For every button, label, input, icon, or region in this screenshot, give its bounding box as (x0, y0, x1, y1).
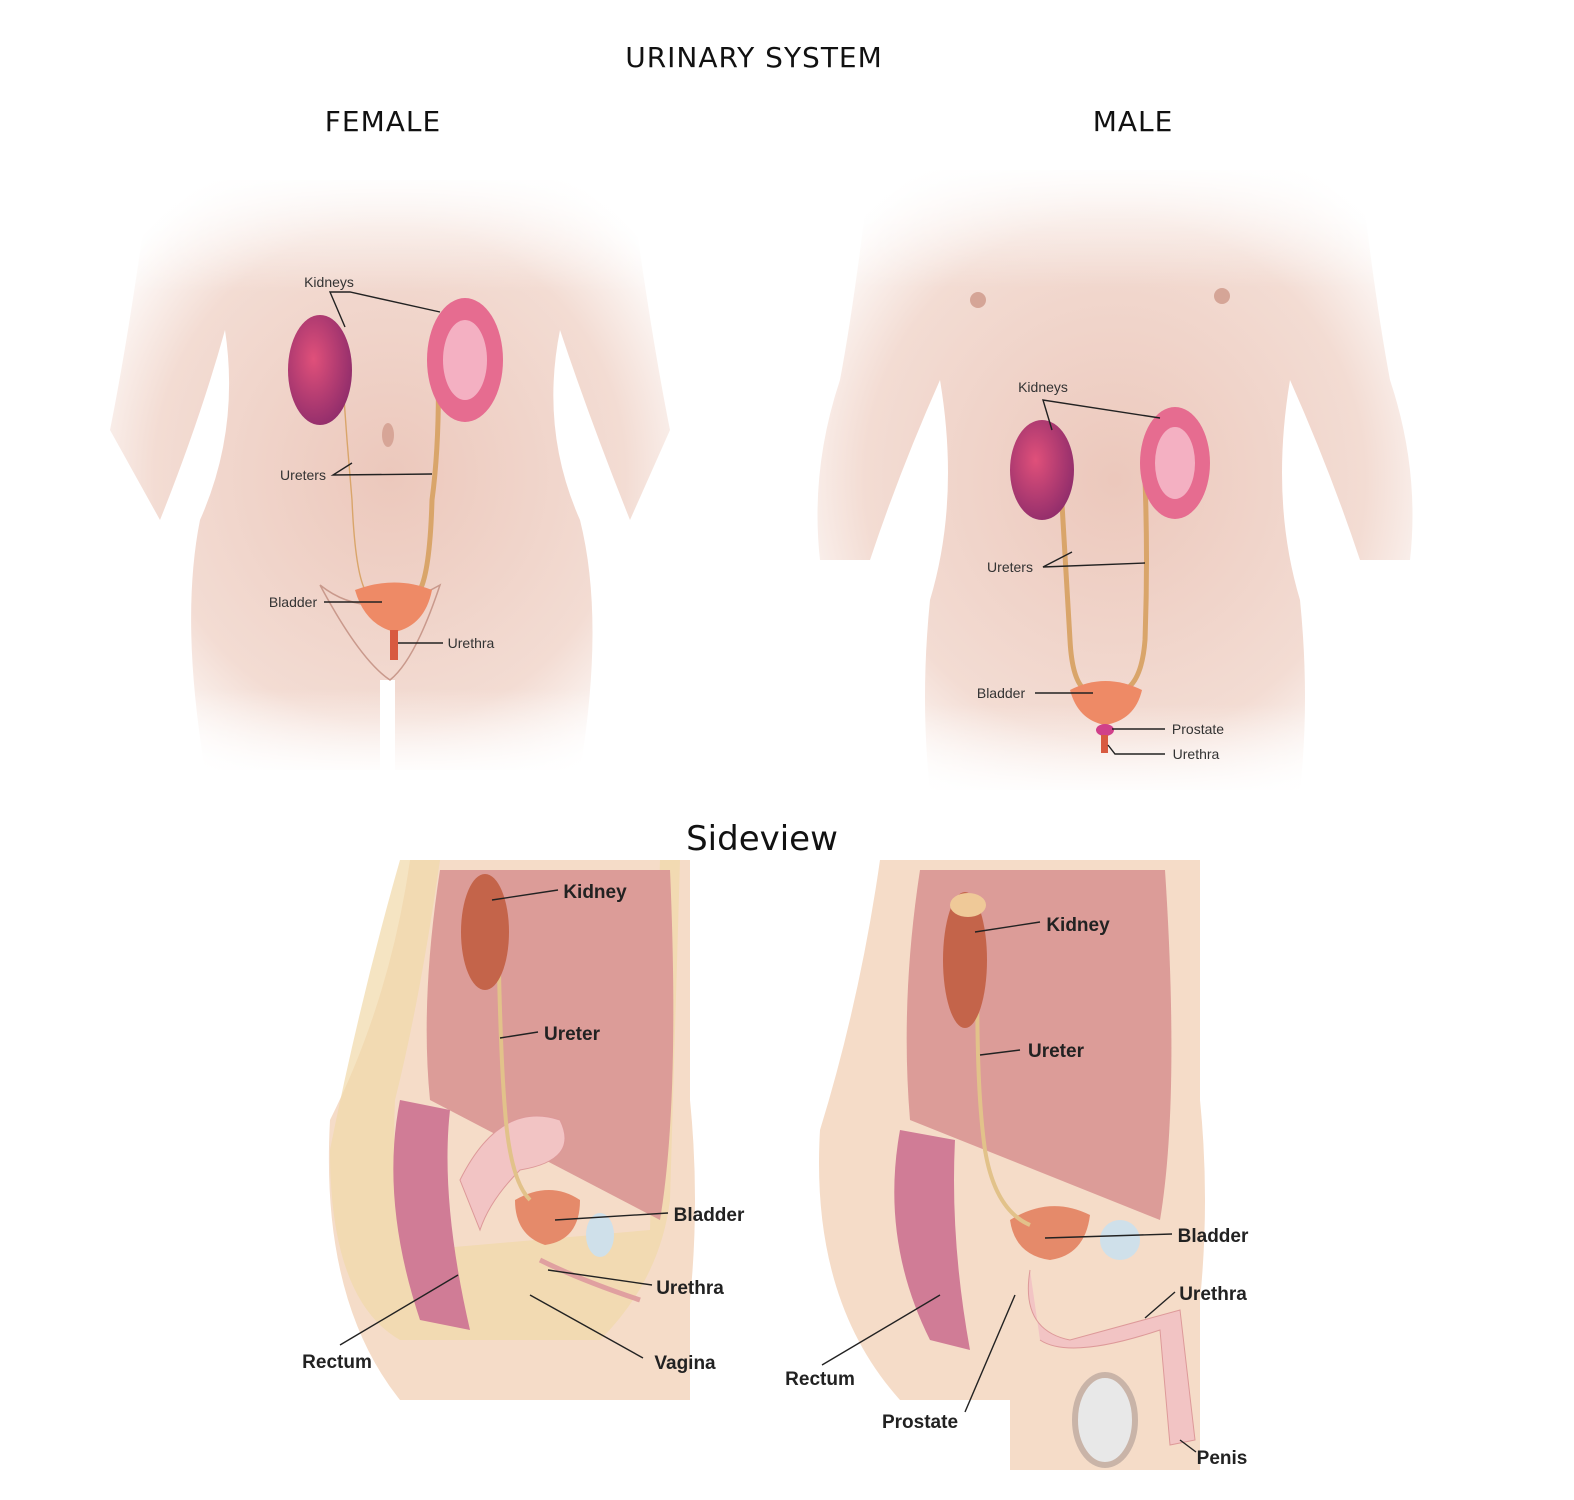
label-kidneys: Kidneys (1018, 379, 1068, 395)
male-sideview-illustration (819, 860, 1205, 1470)
label-rectum: Rectum (302, 1352, 372, 1373)
female-bladder (355, 582, 432, 632)
label-prostate: Prostate (1172, 721, 1224, 737)
label-rectum: Rectum (785, 1369, 855, 1390)
female-side-kidney (461, 874, 509, 990)
label-urethra: Urethra (448, 635, 495, 651)
male-sideview-labels: Kidney Ureter Bladder Urethra Rectum Pro… (785, 915, 1249, 1469)
label-bladder: Bladder (674, 1205, 745, 1226)
label-bladder: Bladder (1178, 1226, 1249, 1247)
label-urethra: Urethra (1173, 746, 1220, 762)
male-front-illustration (800, 160, 1430, 800)
female-left-kidney (288, 315, 352, 425)
page-title: URINARY SYSTEM (625, 41, 883, 74)
label-vagina: Vagina (654, 1353, 716, 1374)
female-heading: FEMALE (325, 105, 441, 138)
label-urethra: Urethra (1179, 1284, 1247, 1305)
label-ureter: Ureter (544, 1024, 601, 1045)
female-sideview-illustration (328, 860, 695, 1400)
male-front-labels: Kidneys Ureters Bladder Prostate Urethra (977, 379, 1224, 762)
sideview-heading: Sideview (686, 819, 838, 859)
label-kidneys: Kidneys (304, 274, 354, 290)
male-heading: MALE (1093, 105, 1174, 138)
female-front-labels: Kidneys Ureters Bladder Urethra (269, 274, 495, 651)
label-bladder: Bladder (269, 594, 318, 610)
label-urethra: Urethra (656, 1278, 724, 1299)
male-side-bladder (1010, 1206, 1090, 1260)
label-ureters: Ureters (280, 467, 326, 483)
label-prostate: Prostate (882, 1412, 958, 1433)
female-sideview-labels: Kidney Ureter Bladder Urethra Vagina Rec… (302, 882, 745, 1374)
label-ureter: Ureter (1028, 1041, 1085, 1062)
label-penis: Penis (1197, 1448, 1248, 1469)
label-ureters: Ureters (987, 559, 1033, 575)
female-side-bladder (515, 1190, 580, 1245)
male-left-kidney (1010, 420, 1074, 520)
male-side-kidney (943, 892, 987, 1028)
male-bladder (1070, 681, 1142, 725)
label-bladder: Bladder (977, 685, 1026, 701)
label-kidney: Kidney (563, 882, 627, 903)
label-kidney: Kidney (1046, 915, 1110, 936)
